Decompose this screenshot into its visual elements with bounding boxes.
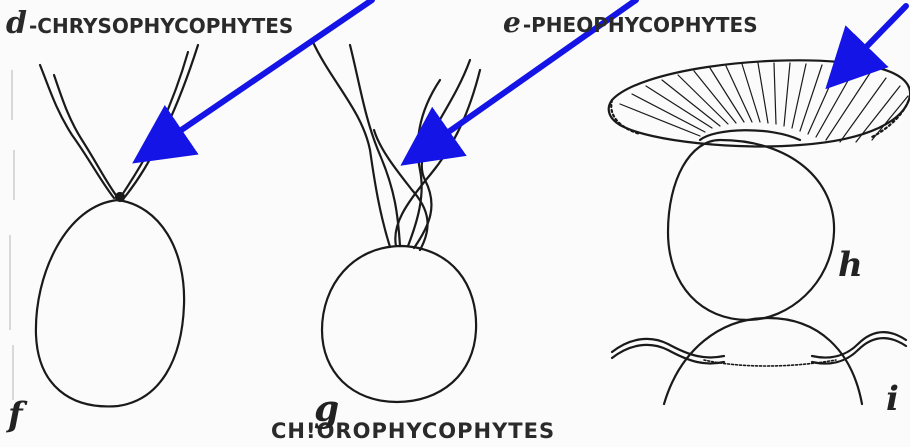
caption-pheophytes-letter: e (503, 6, 521, 39)
figure-label-i: i (886, 382, 899, 416)
figure-label-h: h (838, 248, 863, 282)
cell-f-body (36, 200, 184, 406)
caption-chrysophytes-text: -CHRYSOPHYCOPHYTES (29, 14, 293, 38)
cell-f-flagellum-left-2 (54, 75, 118, 198)
arrow-to-cell-h (842, 6, 906, 72)
cell-f (36, 45, 198, 406)
cell-i-membrane-right (812, 332, 906, 357)
caption-chrysophytes: d-CHRYSOPHYCOPHYTES (6, 6, 293, 41)
cell-i (612, 318, 906, 404)
caption-chrysophytes-letter: d (6, 6, 27, 41)
caption-pheophytes: e-PHEOPHYCOPHYTES (503, 6, 758, 39)
cell-h-body (668, 140, 834, 320)
figure-label-f: f (8, 398, 23, 432)
caption-pheophytes-text: -PHEOPHYCOPHYTES (523, 13, 758, 37)
cell-g-flagellum-1 (312, 40, 390, 247)
scan-margin (10, 70, 14, 400)
cell-g-flagellum-4 (414, 60, 470, 248)
cell-g-flagellum-2 (350, 45, 400, 246)
cell-i-dotted-band (704, 360, 836, 366)
cell-g-flagellum-3 (408, 80, 440, 246)
figure-label-g: g (314, 391, 339, 427)
cell-h (609, 60, 910, 320)
cell-h-collar-inner (700, 130, 800, 140)
cell-g (312, 40, 480, 402)
cell-g-flagellum-5 (374, 130, 428, 250)
cell-g-flagellum-6 (395, 70, 480, 246)
cell-f-flagellum-right-2 (120, 52, 188, 198)
cell-g-body (322, 246, 476, 402)
